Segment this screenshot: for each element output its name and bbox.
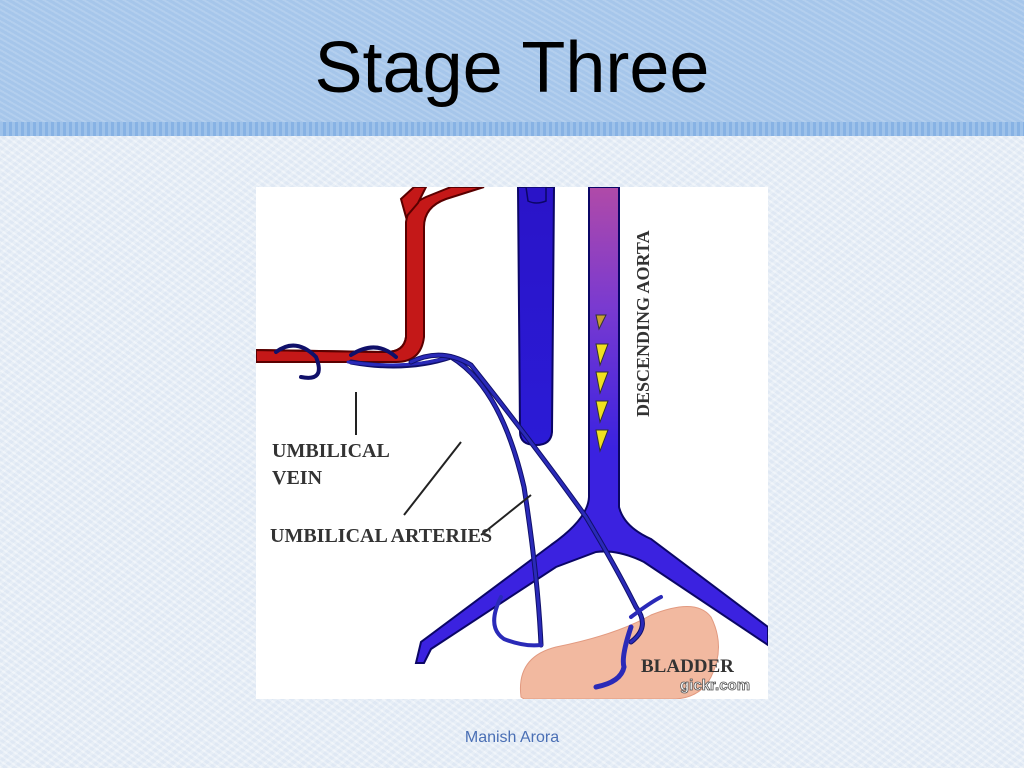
- slide-footer-author: Manish Arora: [464, 729, 560, 746]
- slide-title: Stage Three: [314, 28, 710, 108]
- descending-aorta: [414, 187, 768, 664]
- watermark: gickr.com: [680, 677, 750, 694]
- embryo-circulation-diagram: UMBILICAL VEIN UMBILICAL ARTERIES DESCEN…: [256, 187, 768, 699]
- label-descending-aorta: DESCENDING AORTA: [633, 230, 653, 417]
- header-band: [0, 122, 1024, 136]
- umbilical-vein: [256, 187, 485, 363]
- leader-lines: [355, 392, 532, 536]
- label-umbilical-vein-1: UMBILICAL: [272, 440, 390, 462]
- label-umbilical-vein-2: VEIN: [272, 467, 323, 489]
- inferior-vessel: [516, 187, 556, 447]
- flow-arrows: [595, 314, 609, 453]
- diagram-svg: UMBILICAL VEIN UMBILICAL ARTERIES DESCEN…: [256, 187, 768, 699]
- bladder: [519, 606, 719, 699]
- label-bladder: BLADDER: [641, 656, 734, 677]
- label-umbilical-arteries: UMBILICAL ARTERIES: [270, 525, 492, 547]
- slide-header: [0, 0, 1024, 126]
- umbilical-arteries: [274, 343, 663, 690]
